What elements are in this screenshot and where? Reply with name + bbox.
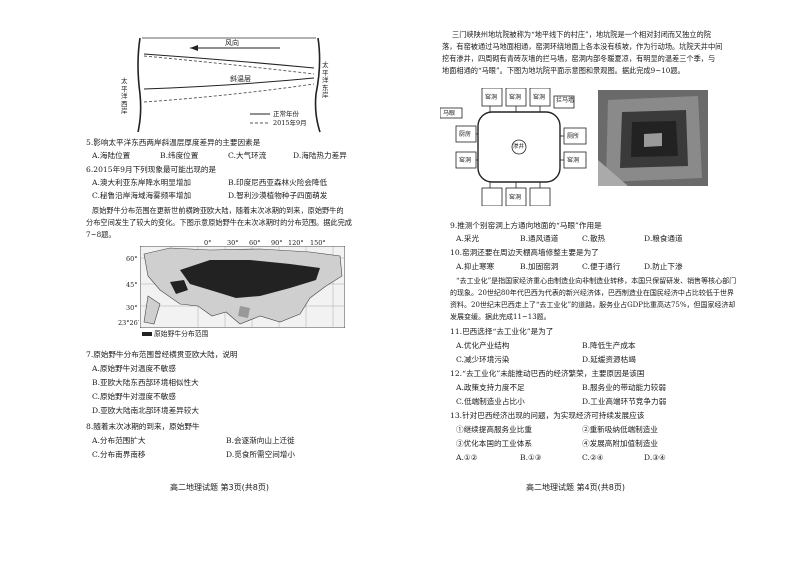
q5-option-d[interactable]: D.海陆热力差异 [293, 151, 347, 160]
q9-option-b[interactable]: B.通风通道 [520, 234, 559, 243]
map-legend-swatch [142, 332, 152, 336]
q6-option-d[interactable]: D.智利沙漠植物种子四面萌发 [228, 191, 328, 200]
map-legend-label: 原始野牛分布范围 [154, 330, 209, 338]
q5-option-a[interactable]: A.海陆位置 [92, 151, 131, 160]
q7-option-c[interactable]: C.原始野牛对湿度不敏感 [92, 392, 176, 401]
west-coast-label: 太平洋西岸 [121, 77, 128, 115]
q13-item-4: ④发展高附加值制造业 [582, 439, 658, 448]
q8-stem: 8.随着末次冰期的到来，原始野牛 [86, 422, 200, 431]
q5-option-c[interactable]: C.大气环流 [228, 151, 267, 160]
q10-option-d[interactable]: D.防止下渗 [644, 262, 683, 271]
intro-9-10-line4: 地面相通的“马眼”。下图为地坑院平面示意图和景观图。据此完成9~10题。 [442, 66, 685, 75]
q13-item-2: ②重新吸纳低端制造业 [582, 425, 658, 434]
plan-kiln-label-5: 窑洞 [567, 157, 580, 164]
q12-option-c[interactable]: C.低端制造业占比小 [456, 397, 525, 406]
intro-9-10-line3: 挖有渗井，四周砌有青砖灰墙的拦马墙，窑洞内部冬暖夏凉，有明显的温差三个季，与 [442, 54, 716, 63]
pit-courtyard-plan [440, 88, 587, 206]
east-coast-label: 太平洋东岸 [322, 61, 329, 99]
thermocline-label: 斜温层 [230, 75, 251, 83]
q8-option-d[interactable]: D.觅食所需空间增小 [226, 450, 295, 459]
q13-item-1: ①继续提高服务业比重 [456, 425, 532, 434]
q9-stem: 9.推测个别窑洞上方通向地面的“马眼”作用是 [450, 221, 602, 230]
intro-7-8-line3: 7~8题。 [86, 230, 116, 239]
legend-2015: 2015年9月 [273, 119, 307, 127]
q8-option-b[interactable]: B.会逐渐向山上迁徙 [226, 436, 295, 445]
map-lon-60: 60° [249, 239, 261, 247]
plan-kiln-label-4: 窑洞 [459, 157, 472, 164]
map-lon-120: 120° [288, 239, 304, 247]
right-page-footer: 高二地理试题 第4页(共8页) [526, 483, 625, 492]
thermocline-diagram [137, 37, 321, 133]
q13-option-c[interactable]: C.②④ [582, 453, 604, 462]
plan-kiln-label-1: 窑洞 [485, 94, 498, 101]
map-lon-90: 90° [271, 239, 283, 247]
intro-11-13-line4: 发展变缓。据此完成11~13题。 [450, 313, 551, 321]
q11-option-d[interactable]: D.延缓资源枯竭 [582, 355, 636, 364]
q7-stem: 7.原始野牛分布范围曾经横贯亚欧大陆，说明 [86, 350, 238, 359]
pit-courtyard-photo [598, 90, 708, 186]
q10-option-c[interactable]: C.便于通行 [582, 262, 621, 271]
intro-11-13-line3: 资料。20世纪末巴西走上了“去工业化”的道路，服务业占GDP比重高达75%，但国… [450, 301, 736, 309]
q9-option-a[interactable]: A.采光 [456, 234, 480, 243]
plan-kiln-label-6: 窑洞 [509, 194, 522, 201]
intro-9-10-line1: 三门峡陕州地坑院被称为“地平线下的村庄”，地坑院是一个相对封闭而又独立的院 [452, 30, 711, 39]
q7-option-a[interactable]: A.原始野牛对温度不敏感 [92, 364, 176, 373]
map-lon-30: 30° [227, 239, 239, 247]
q12-option-b[interactable]: B.服务业的带动能力较弱 [582, 383, 666, 392]
q13-option-d[interactable]: D.③④ [644, 453, 666, 462]
q13-stem: 13.针对巴西经济出现的问题，为实现经济可持续发展应该 [450, 411, 645, 420]
q6-option-a[interactable]: A.澳大利亚东岸降水明显增加 [92, 178, 192, 187]
q6-option-c[interactable]: C.秘鲁沿岸海域海雾频率增加 [92, 191, 192, 200]
q5-option-b[interactable]: B.纬度位置 [160, 151, 199, 160]
q9-option-c[interactable]: C.散热 [582, 234, 606, 243]
q12-option-d[interactable]: D.工业高端环节竞争力弱 [582, 397, 667, 406]
intro-7-8-line2: 分布空间发生了较大的变化。下图示意原始野牛在末次冰期时的分布范围。据此完成 [86, 218, 352, 227]
map-lon-150: 150° [310, 239, 326, 247]
q5-stem: 5.影响太平洋东西两岸斜温层厚度差异的主要因素是 [86, 138, 261, 147]
q8-option-c[interactable]: C.分布南界南移 [92, 450, 146, 459]
map-lon-0: 0° [204, 239, 212, 247]
intro-11-13-line2: 的现象。20世纪80年代巴西为代表的新兴经济体，巴西制造业在国民经济中占比较低于… [450, 289, 734, 297]
q9-option-d[interactable]: D.粮食通道 [644, 234, 683, 243]
aurochs-distribution-map [140, 246, 345, 328]
map-lat-60: 60° [126, 255, 138, 263]
legend-normal-year: 正常年份 [273, 110, 299, 118]
q13-item-3: ③优化本国的工业体系 [456, 439, 532, 448]
plan-lanma-label: 拦马墙 [556, 97, 575, 104]
q8-option-a[interactable]: A.分布范围扩大 [92, 436, 146, 445]
wind-direction-label: 风向 [225, 39, 239, 47]
plan-well-label: 渗井 [513, 144, 525, 150]
q13-option-a[interactable]: A.①② [456, 453, 478, 462]
intro-7-8-line1: 原始野牛分布范围在更新世前横跨亚欧大陆，随着末次冰期的到来，原始野牛的 [92, 206, 344, 215]
q10-stem: 10.窑洞还要在周边天棚高墙修整主要是为了 [450, 248, 599, 257]
q11-option-c[interactable]: C.减少环境污染 [456, 355, 510, 364]
plan-kiln-label-3: 窑洞 [533, 94, 546, 101]
q13-option-b[interactable]: B.①③ [520, 453, 542, 462]
q7-option-b[interactable]: B.亚欧大陆东西部环境相似性大 [92, 378, 199, 387]
intro-11-13-line1: “去工业化”是指国家经济重心由制造业向非制造业转移，本国只保留研发、销售等核心部… [456, 277, 737, 285]
map-lat-30: 30° [126, 304, 138, 312]
plan-mayan-label: 马眼 [443, 110, 456, 117]
intro-9-10-line2: 落，有窑被通过马地面相通，窑洞环绕地面上各本没有核坡，作为行动场。坑院天井中间 [442, 42, 723, 51]
q6-stem: 6.2015年9月下列现象最可能出现的是 [86, 165, 217, 174]
q6-option-b[interactable]: B.印度尼西亚森林火险会降低 [228, 178, 328, 187]
q11-option-a[interactable]: A.优化产业结构 [456, 341, 510, 350]
q12-option-a[interactable]: A.政策支持力度不足 [456, 383, 525, 392]
q10-option-a[interactable]: A.抑止寒寒 [456, 262, 495, 271]
plan-kiln-label-2: 窑洞 [509, 94, 522, 101]
map-lat-2326: 23°26′ [118, 319, 140, 327]
q7-option-d[interactable]: D.亚欧大陆南北部环境差异较大 [92, 406, 199, 415]
q12-stem: 12.“去工业化”未能推动巴西的经济繁荣，主要原因是该国 [450, 369, 645, 378]
q11-option-b[interactable]: B.降低生产成本 [582, 341, 636, 350]
plan-kitchen-label: 厨房 [459, 131, 472, 138]
left-page-footer: 高二地理试题 第3页(共8页) [170, 483, 269, 492]
plan-toilet-label: 厕所 [567, 133, 580, 140]
q11-stem: 11.巴西选择“去工业化”是为了 [450, 327, 554, 336]
map-lat-45: 45° [126, 281, 138, 289]
q10-option-b[interactable]: B.加固窑洞 [520, 262, 559, 271]
